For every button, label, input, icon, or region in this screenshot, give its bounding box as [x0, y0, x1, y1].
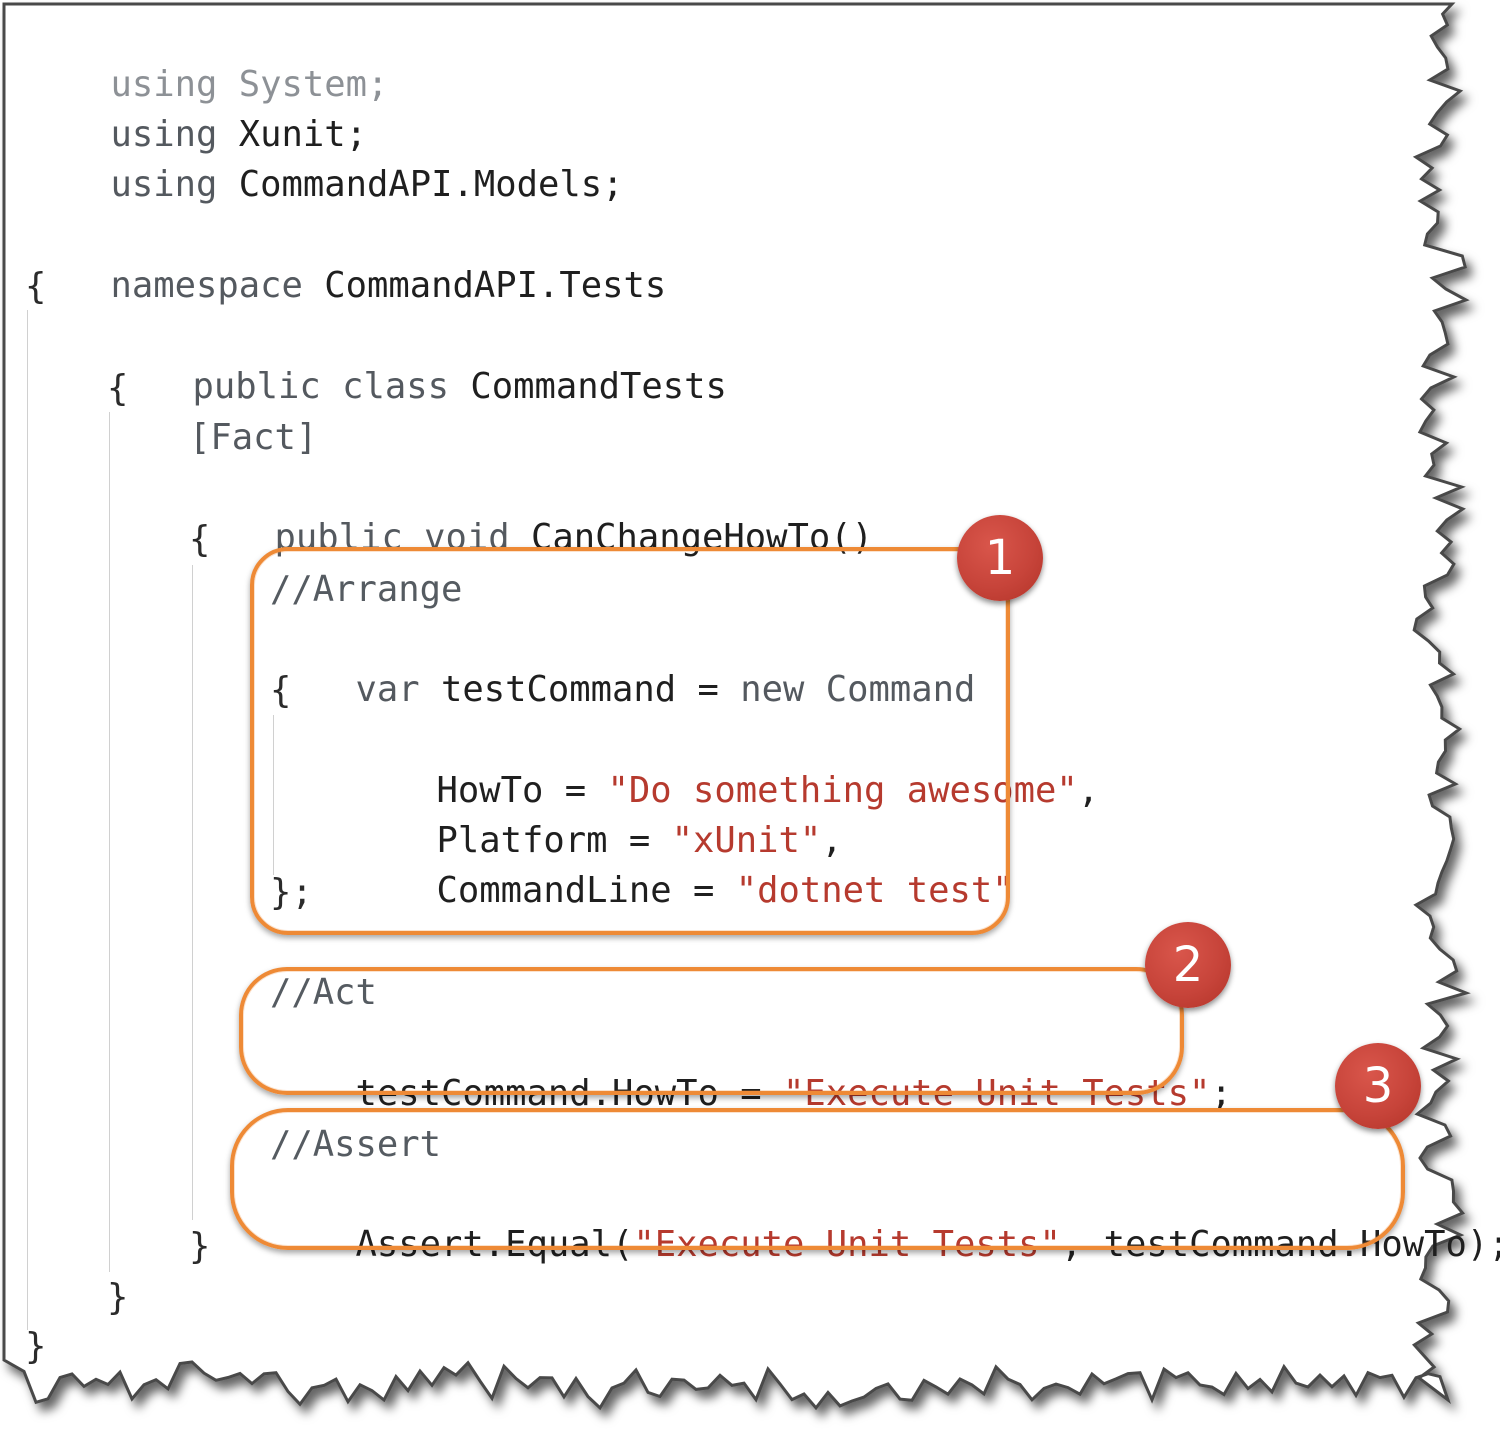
class-close-brace: }: [107, 1277, 129, 1318]
arrange-comment: //Arrange: [270, 569, 463, 610]
callout-arrange-outline: [250, 547, 1010, 935]
indent-guide: [192, 565, 193, 1220]
keyword-using: using: [110, 114, 218, 155]
code-line-using-models: using CommandAPI.Models;: [25, 110, 624, 260]
act-comment: //Act: [270, 972, 377, 1013]
code-line-method-signature: public void CanChangeHowTo(): [189, 463, 873, 613]
fact-attribute: [Fact]: [189, 417, 318, 458]
callout-act-outline: [239, 967, 1184, 1095]
semicolon: ;: [1210, 1073, 1232, 1114]
indent-guide: [27, 310, 28, 1330]
assert-call: Assert.Equal(: [355, 1224, 634, 1265]
code-line-var-declaration: var testCommand = new Command: [270, 615, 976, 765]
comma: ,: [1077, 770, 1100, 811]
namespace-name: CommandAPI.Tests: [324, 265, 667, 306]
string-commandline-value: "dotnet test": [735, 870, 1014, 911]
indent-guide: [273, 715, 274, 875]
method-name: CanChangeHowTo(): [531, 517, 873, 558]
namespace-xunit: Xunit;: [238, 114, 367, 155]
code-line-class: public class CommandTests: [107, 312, 727, 462]
string-assert-expected: "Execute Unit Tests": [633, 1224, 1061, 1265]
property-platform: Platform: [436, 820, 608, 861]
equals-sign: =: [564, 770, 587, 811]
callout-badge-1: 1: [957, 515, 1043, 601]
equals-sign: =: [628, 820, 651, 861]
keyword-public: public: [192, 366, 321, 407]
keyword-new: new: [740, 669, 805, 710]
callout-badge-3: 3: [1335, 1043, 1421, 1129]
comma: ,: [821, 820, 843, 861]
type-command: Command: [825, 669, 976, 710]
keyword-class: class: [342, 366, 449, 407]
code-line-assert: Assert.Equal("Execute Unit Tests", testC…: [270, 1170, 1500, 1320]
property-howto: HowTo: [436, 770, 544, 811]
keyword-using: using: [110, 64, 218, 105]
method-close-brace: }: [189, 1226, 211, 1267]
code-line-platform: Platform = "xUnit",: [351, 766, 843, 916]
string-howto-value: "Do something awesome": [607, 770, 1078, 811]
callout-assert-outline: [230, 1108, 1405, 1250]
assert-comment: //Assert: [270, 1124, 441, 1165]
indent-guide: [109, 412, 110, 1272]
code-line-using-xunit: using Xunit;: [25, 60, 368, 210]
code-line-howto: HowTo = "Do something awesome",: [351, 716, 1100, 866]
property-commandline: CommandLine: [436, 870, 672, 911]
assert-actual: , testCommand.HowTo);: [1060, 1224, 1500, 1265]
namespace-models: CommandAPI.Models;: [238, 164, 624, 205]
code-line-commandline: CommandLine = "dotnet test": [351, 816, 1014, 966]
class-open-brace: {: [107, 368, 129, 409]
code-line-namespace: namespace CommandAPI.Tests: [25, 211, 667, 361]
equals-sign: =: [692, 870, 715, 911]
callout-badge-2: 2: [1145, 922, 1231, 1008]
method-open-brace: {: [189, 519, 211, 560]
keyword-var: var: [355, 669, 420, 710]
initializer-open-brace: {: [270, 670, 292, 711]
class-name: CommandTests: [470, 366, 727, 407]
namespace-close-brace: }: [25, 1326, 47, 1367]
keyword-void: void: [424, 517, 510, 558]
namespace-system: System;: [238, 64, 389, 105]
keyword-namespace: namespace: [110, 265, 303, 306]
code-line-using-system: using System;: [25, 10, 389, 160]
keyword-using: using: [110, 164, 218, 205]
equals-sign: =: [697, 669, 719, 710]
namespace-open-brace: {: [25, 266, 47, 307]
variable-test-command: testCommand: [441, 669, 677, 710]
string-platform-value: "xUnit": [671, 820, 822, 861]
keyword-public: public: [274, 517, 403, 558]
